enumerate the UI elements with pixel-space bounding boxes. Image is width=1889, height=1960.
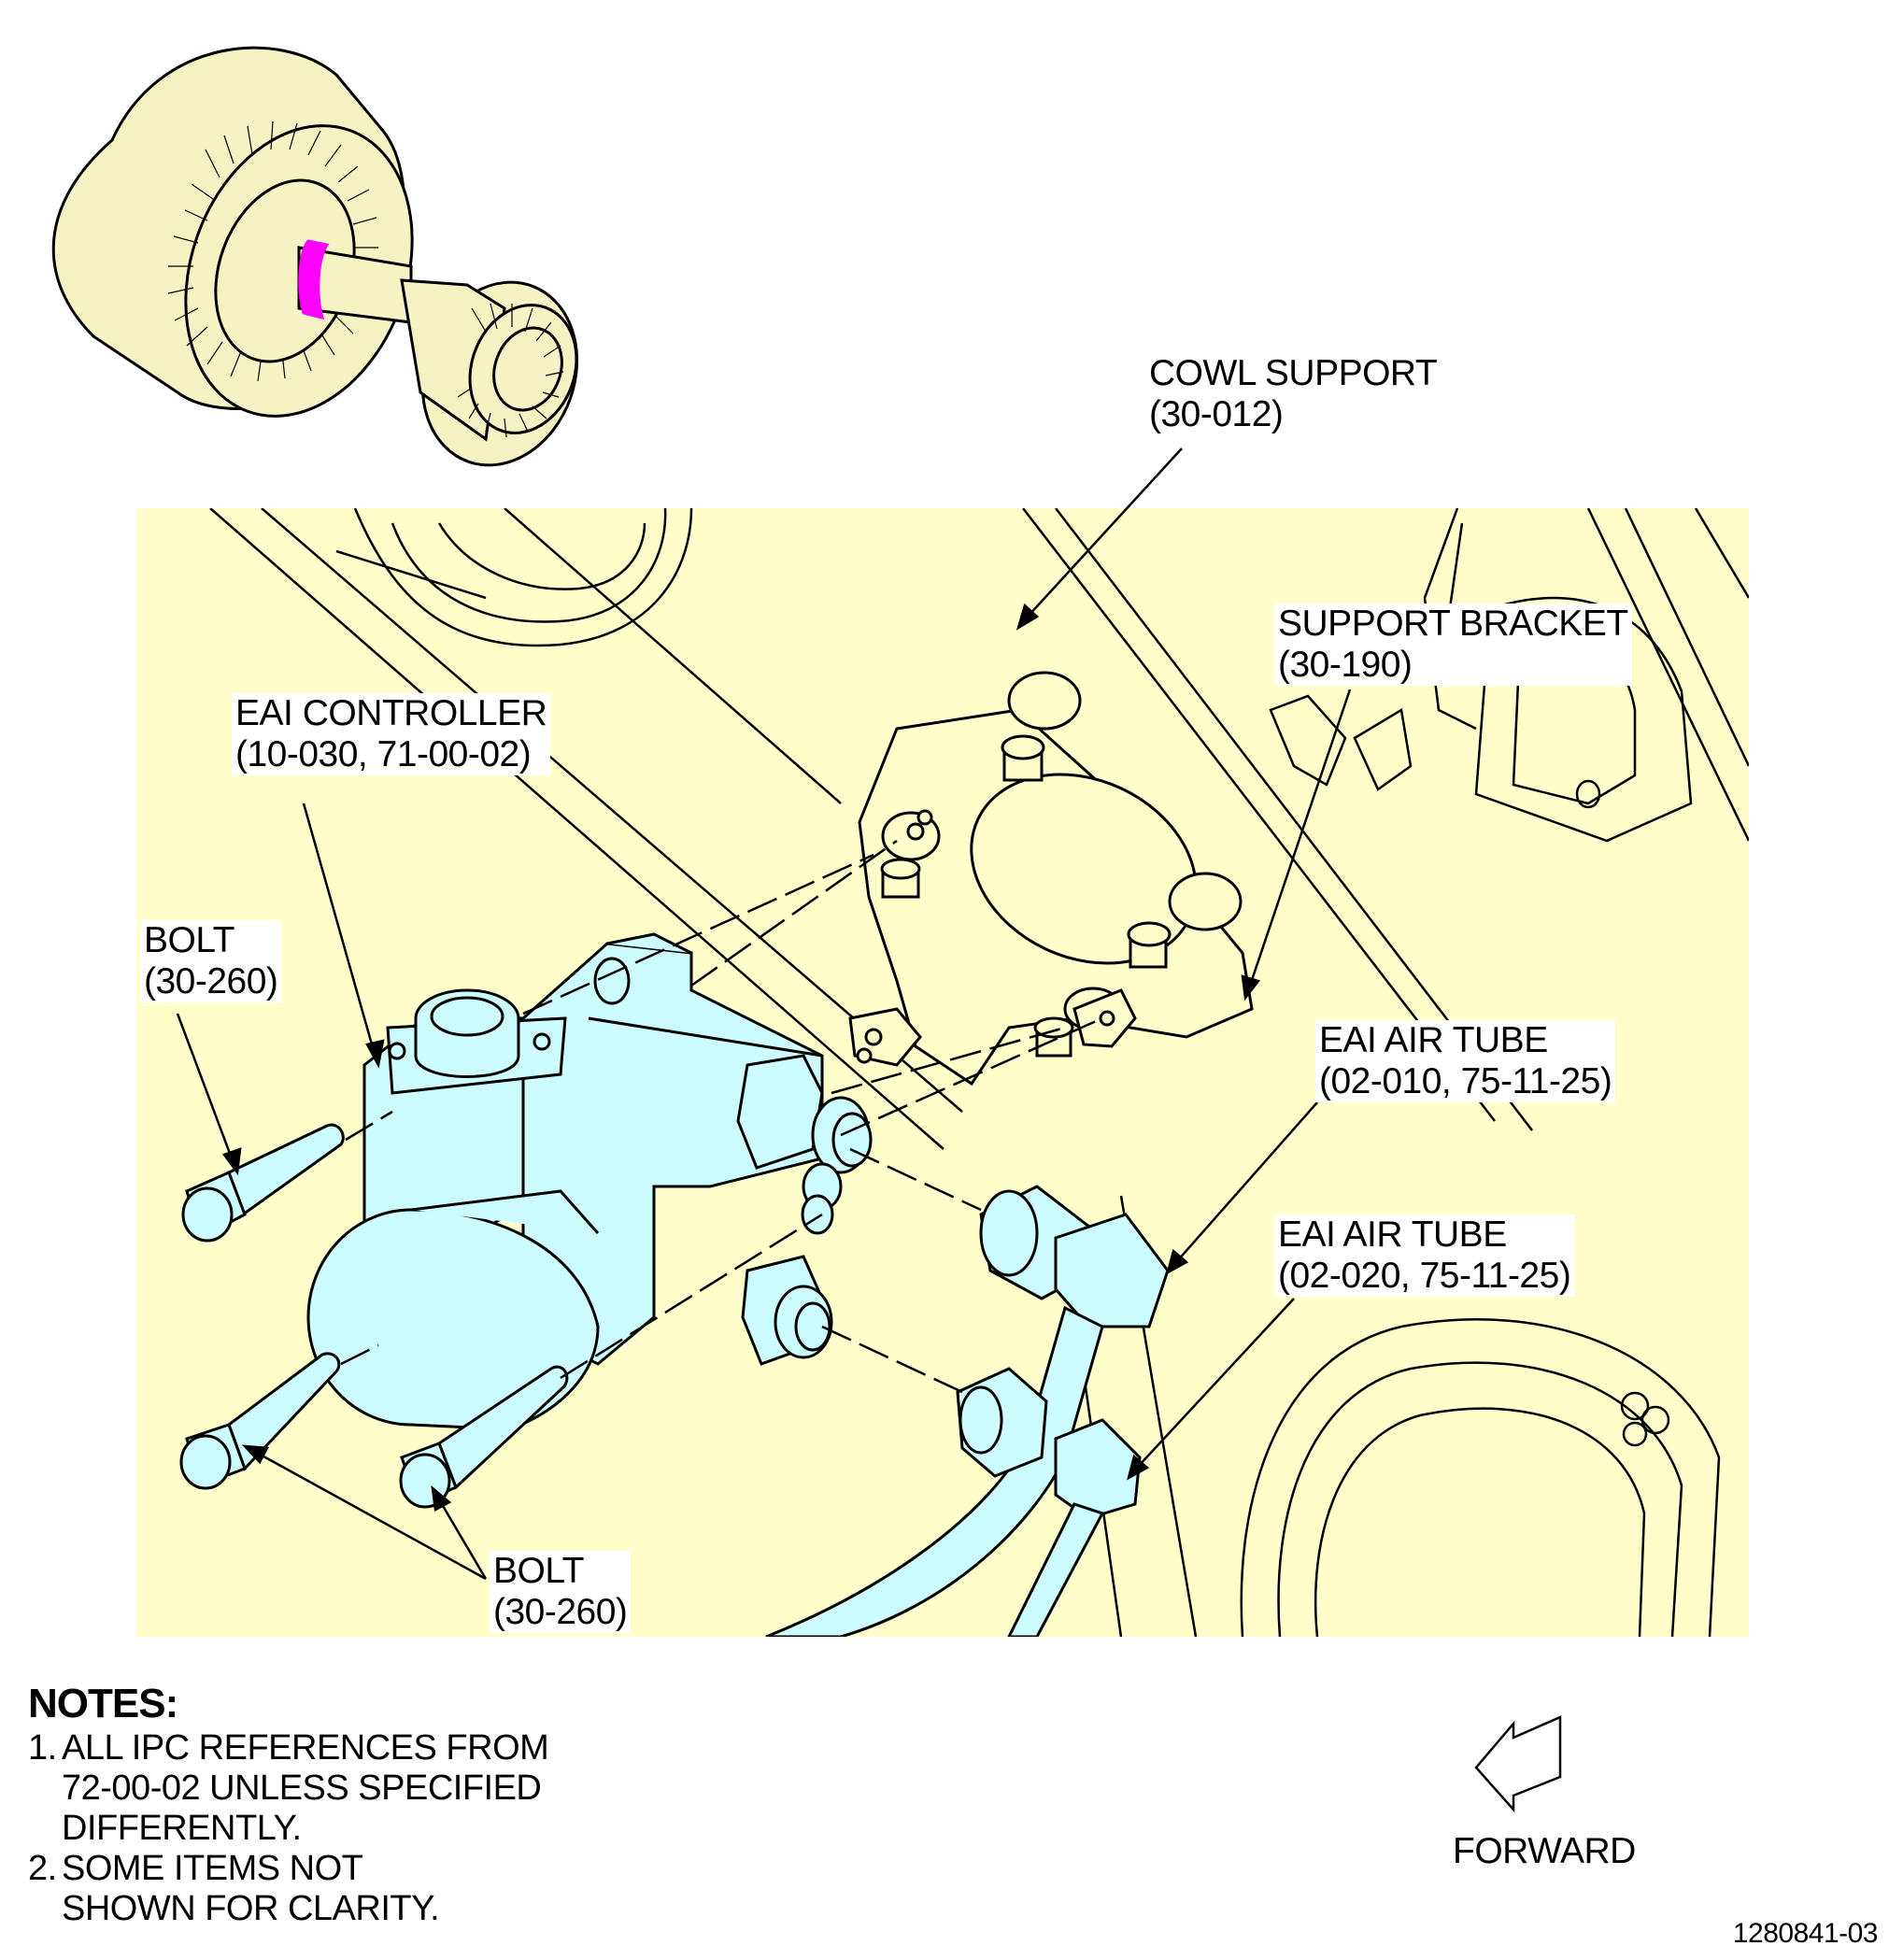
support-bracket-label: SUPPORT BRACKET (30-190) <box>1274 604 1632 686</box>
bolts <box>179 1123 569 1509</box>
forward-arrow-icon <box>1474 1715 1562 1813</box>
notes-block: NOTES: 1.ALL IPC REFERENCES FROM 72-00-0… <box>28 1680 549 1929</box>
support-bracket-name: SUPPORT BRACKET <box>1278 604 1628 644</box>
note-2: 2.SOME ITEMS NOT SHOWN FOR CLARITY. <box>28 1849 548 1929</box>
bolt-lower-label: BOLT (30-260) <box>490 1551 632 1633</box>
bolt-upper-label: BOLT (30-260) <box>140 920 282 1002</box>
cowl-support-label: COWL SUPPORT (30-012) <box>1145 353 1442 435</box>
eai-controller <box>306 932 873 1431</box>
eai-air-tube-1-name: EAI AIR TUBE <box>1319 1020 1548 1060</box>
notes-title: NOTES: <box>28 1681 178 1726</box>
cowl-support-name: COWL SUPPORT <box>1149 353 1438 393</box>
note-1-line-1: ALL IPC REFERENCES FROM <box>62 1728 549 1768</box>
note-2-number: 2. <box>28 1849 57 1888</box>
cowl-support-ref: (30-012) <box>1149 394 1284 434</box>
eai-controller-name: EAI CONTROLLER <box>235 693 547 733</box>
bolt-lower-name: BOLT <box>493 1551 584 1591</box>
bolt-upper-ref: (30-260) <box>144 961 278 1001</box>
note-1-number: 1. <box>28 1728 57 1768</box>
eai-air-tube-2-name: EAI AIR TUBE <box>1278 1214 1507 1255</box>
forward-label: FORWARD <box>1453 1831 1636 1871</box>
eai-air-tubes <box>765 1185 1170 1637</box>
eai-air-tube-2-ref: (02-020, 75-11-25) <box>1278 1256 1571 1296</box>
eai-controller-label: EAI CONTROLLER (10-030, 71-00-02) <box>232 693 551 775</box>
alignment-lines <box>340 839 1103 1394</box>
figure-number: 1280841-03 <box>1732 1918 1879 1949</box>
bolt-upper-name: BOLT <box>144 920 234 960</box>
bolt-lower-ref: (30-260) <box>493 1592 628 1632</box>
support-bracket-ref: (30-190) <box>1278 645 1413 685</box>
note-2-line-2: SHOWN FOR CLARITY. <box>62 1889 440 1928</box>
eai-air-tube-1-label: EAI AIR TUBE (02-010, 75-11-25) <box>1315 1020 1616 1102</box>
leader-lines <box>176 447 1352 1581</box>
note-1-line-2: 72-00-02 UNLESS SPECIFIED <box>62 1768 542 1808</box>
note-1: 1.ALL IPC REFERENCES FROM 72-00-02 UNLES… <box>28 1728 549 1849</box>
engine-locator-view <box>51 46 579 467</box>
eai-controller-ref: (10-030, 71-00-02) <box>235 734 532 774</box>
eai-air-tube-1-ref: (02-010, 75-11-25) <box>1319 1061 1612 1101</box>
support-bracket <box>848 671 1254 1087</box>
note-2-line-1: SOME ITEMS NOT <box>62 1849 363 1888</box>
eai-air-tube-2-label: EAI AIR TUBE (02-020, 75-11-25) <box>1274 1214 1575 1297</box>
note-1-line-3: DIFFERENTLY. <box>62 1809 302 1848</box>
